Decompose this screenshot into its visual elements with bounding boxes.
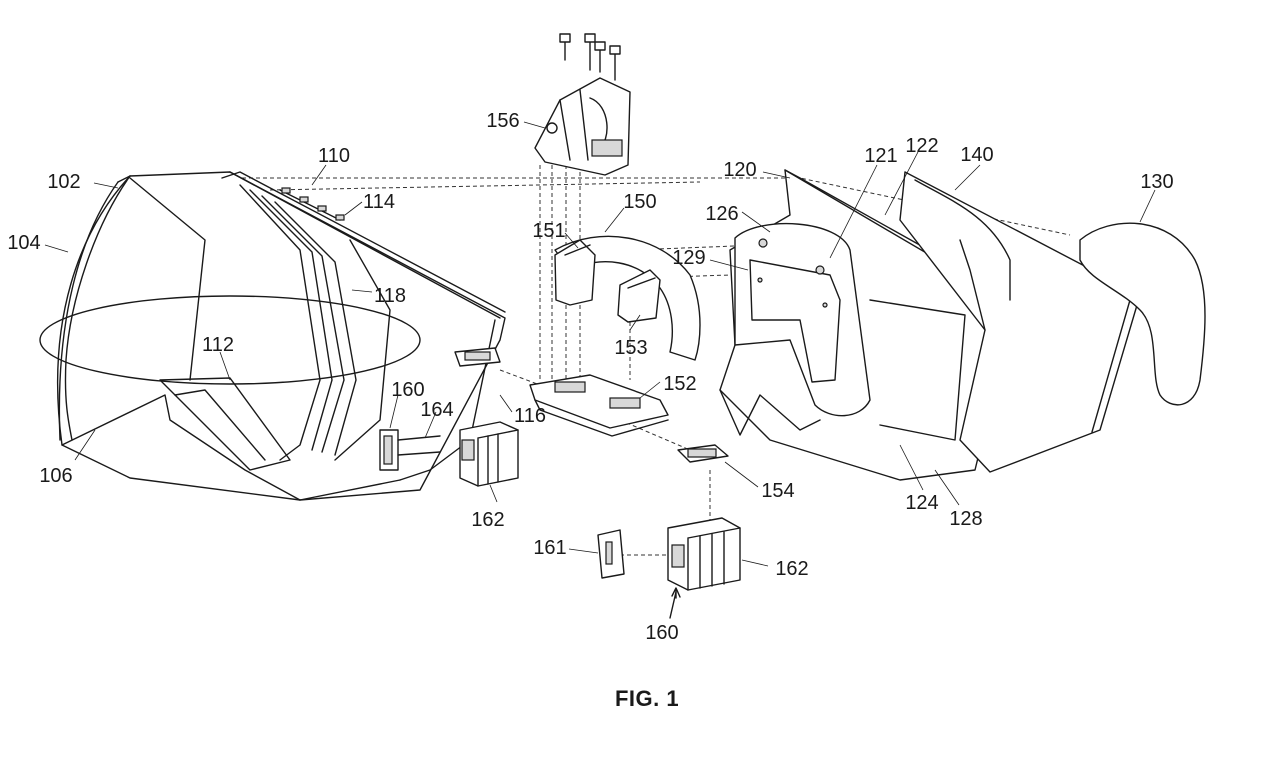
front-shell-102 (39, 171, 506, 501)
label-114: 114 (363, 191, 395, 213)
label-162-front: 162 (471, 509, 505, 531)
slider-154 (677, 444, 729, 463)
label-121: 121 (864, 145, 898, 167)
module-162-front (459, 421, 519, 487)
label-122: 122 (905, 135, 939, 157)
module-162-lower (667, 517, 741, 599)
label-106: 106 (39, 465, 73, 487)
label-160-lower: 160 (645, 622, 679, 644)
label-102: 102 (47, 171, 81, 193)
label-154: 154 (761, 480, 795, 502)
base-plate-152 (529, 374, 669, 437)
label-120: 120 (723, 159, 757, 181)
figure-caption: FIG. 1 (614, 686, 680, 711)
face-interface-120 (719, 169, 1019, 481)
label-129: 129 (672, 247, 706, 269)
label-124: 124 (905, 492, 939, 514)
label-118: 118 (374, 285, 406, 307)
chip-161 (597, 529, 625, 579)
label-160-front: 160 (391, 379, 425, 401)
label-152: 152 (663, 373, 697, 395)
label-161: 161 (533, 537, 567, 559)
leader-lines (44, 121, 1156, 567)
label-130: 130 (1140, 171, 1174, 193)
mechanism-156 (534, 33, 631, 176)
arrow-160 (669, 591, 677, 619)
bracket-160-front (379, 429, 441, 471)
label-116: 116 (514, 405, 546, 427)
label-110: 110 (318, 145, 350, 167)
mount-116 (454, 347, 501, 367)
label-156: 156 (486, 110, 520, 132)
label-140: 140 (960, 144, 994, 166)
label-126: 126 (705, 203, 739, 225)
label-128: 128 (949, 508, 983, 530)
rear-pad-130 (1079, 222, 1206, 406)
label-164: 164 (420, 399, 454, 421)
label-153: 153 (614, 337, 648, 359)
label-151: 151 (532, 220, 566, 242)
label-112: 112 (202, 334, 234, 356)
label-150: 150 (623, 191, 657, 213)
label-162-lower: 162 (775, 558, 809, 580)
plate-150 (554, 235, 701, 361)
label-104: 104 (7, 232, 41, 254)
